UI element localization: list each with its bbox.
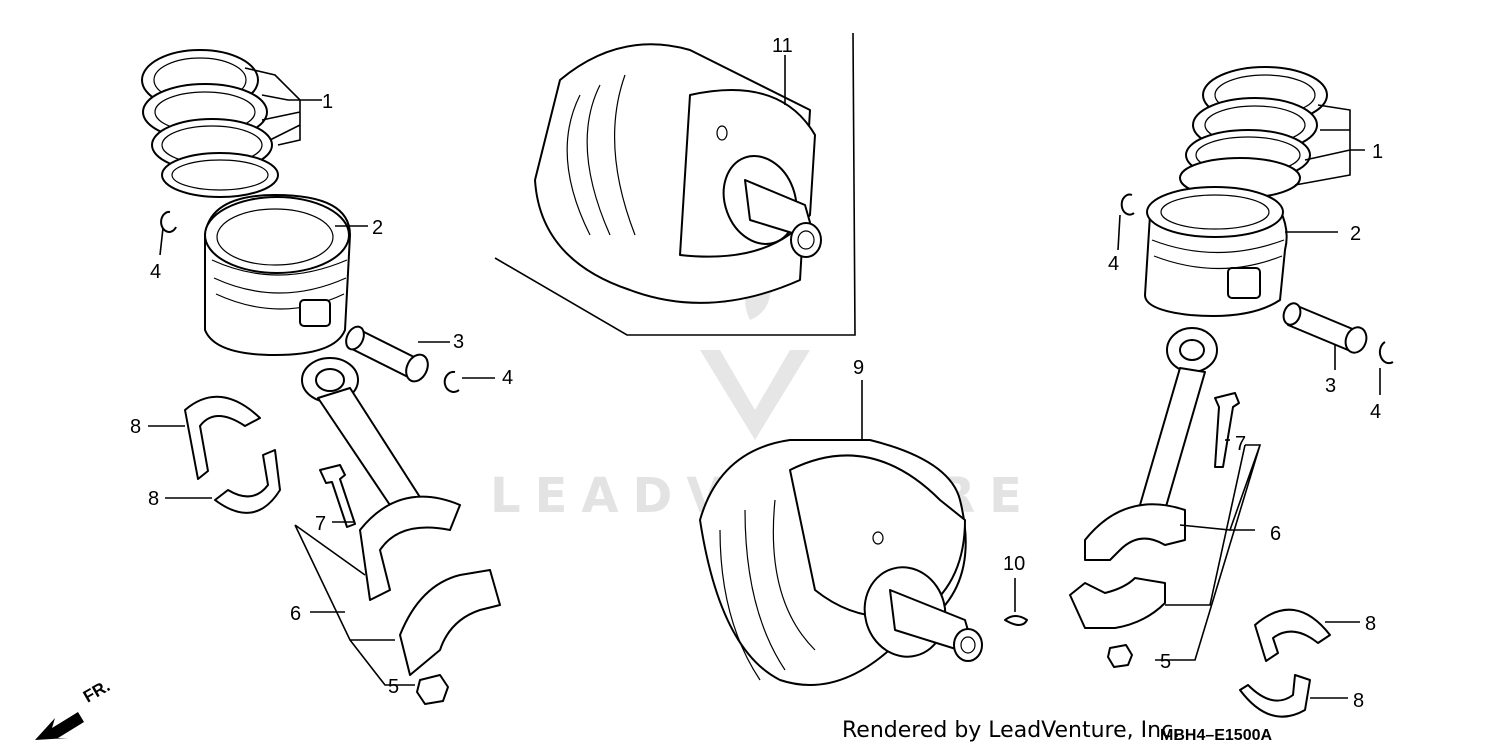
callout-5-right: 5	[1160, 651, 1171, 673]
callout-5-left: 5	[388, 676, 399, 698]
callout-4-left-b: 4	[502, 367, 513, 389]
piston-pin-left	[345, 325, 429, 383]
piston-rings-right	[1179, 66, 1328, 199]
footer-credit: Rendered by LeadVenture, Inc.	[842, 718, 1181, 743]
callout-8-left-b: 8	[148, 488, 159, 510]
piston-pin-clip-right-a	[1120, 193, 1135, 216]
callout-4-right-a: 4	[1108, 253, 1119, 275]
piston-right	[1144, 186, 1288, 317]
callout-6-right: 6	[1270, 523, 1281, 545]
rod-nut-left	[416, 674, 449, 705]
connecting-rod-left	[301, 357, 461, 601]
connecting-rod-right	[1084, 327, 1218, 561]
callout-4-right-b: 4	[1370, 401, 1381, 423]
piston-pin-right	[1282, 302, 1368, 354]
piston-left	[204, 194, 351, 356]
piston-pin-clip-left-a	[160, 210, 177, 233]
piston-pin-clip-left-b	[443, 370, 460, 393]
callout-3-right: 3	[1325, 375, 1336, 397]
callout-11: 11	[772, 35, 793, 57]
callout-9: 9	[853, 357, 864, 379]
front-arrow-icon	[35, 712, 84, 740]
piston-rings-left	[141, 49, 279, 198]
callout-1-right: 1	[1372, 141, 1383, 163]
callout-2-right: 2	[1350, 223, 1361, 245]
crankshaft-detail	[534, 43, 822, 304]
callout-2-left: 2	[372, 217, 383, 239]
callout-3-left: 3	[453, 331, 464, 353]
callout-6-left: 6	[290, 603, 301, 625]
callout-8-right-a: 8	[1365, 613, 1376, 635]
callout-7-left: 7	[315, 513, 326, 535]
piston-pin-clip-right-b	[1378, 341, 1394, 365]
rod-cap-left	[399, 569, 501, 676]
rod-bolt-left	[319, 464, 356, 528]
callout-10: 10	[1003, 553, 1025, 575]
woodruff-key	[1004, 615, 1028, 626]
rod-nut-right	[1107, 644, 1133, 668]
bearing-right-a	[1254, 608, 1331, 662]
bearing-left-b	[214, 449, 281, 514]
callout-1-left: 1	[322, 91, 333, 113]
diagram-code: MBH4–E1500A	[1160, 727, 1273, 744]
bearing-left-a	[184, 395, 261, 480]
rod-cap-right	[1069, 577, 1166, 629]
callout-7-right: 7	[1235, 433, 1246, 455]
rod-bolt-right	[1214, 392, 1240, 468]
crankshaft-detail-frame	[494, 32, 856, 336]
callout-4-left-a: 4	[150, 261, 161, 283]
callout-8-left-a: 8	[130, 416, 141, 438]
bearing-right-b	[1239, 674, 1311, 718]
callout-8-right-b: 8	[1353, 690, 1364, 712]
crankshaft	[699, 439, 983, 686]
